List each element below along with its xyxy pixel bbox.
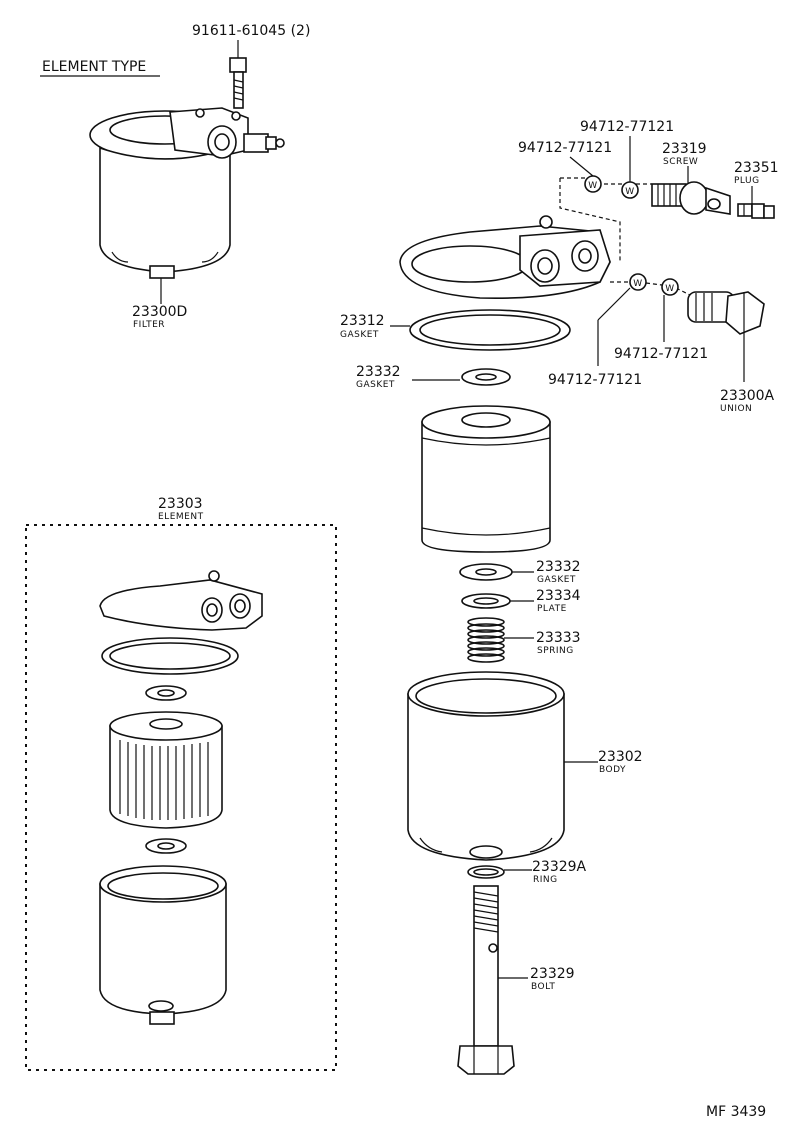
label-23332-low: 23332 xyxy=(536,559,581,575)
body-23302-drawing xyxy=(407,671,565,861)
bolt-shank xyxy=(233,71,244,109)
caption-bolt: BOLT xyxy=(531,982,555,992)
kit-body-drawing xyxy=(99,865,227,1025)
kit-element-drawing xyxy=(109,711,223,829)
washer-mark-2: W xyxy=(625,187,634,197)
label-23329: 23329 xyxy=(530,966,575,982)
caption-union: UNION xyxy=(720,404,752,414)
caption-gasket-23332-low: GASKET xyxy=(537,575,576,585)
bolt-head xyxy=(229,57,247,73)
label-23332-top: 23332 xyxy=(356,364,401,380)
plug-23351-drawing xyxy=(737,203,775,219)
spring-23333-drawing xyxy=(467,617,505,663)
diagram-title: ELEMENT TYPE xyxy=(42,59,146,75)
label-23300d: 23300D xyxy=(132,304,187,320)
washer-4: W xyxy=(661,278,679,296)
label-23333: 23333 xyxy=(536,630,581,646)
washer-mark-1: W xyxy=(588,181,597,191)
caption-plug: PLUG xyxy=(734,176,760,186)
filter-bowl xyxy=(99,146,231,273)
kit-gasket-small-top-drawing xyxy=(145,685,187,701)
screw-23319-drawing xyxy=(651,181,731,215)
caption-gasket-23332-top: GASKET xyxy=(356,380,395,390)
label-23329a: 23329A xyxy=(532,859,587,875)
label-94712-d: 94712-77121 xyxy=(548,372,642,388)
label-91611: 91611-61045 (2) xyxy=(192,23,310,39)
drain-nut xyxy=(149,265,175,279)
kit-gasket-drawing xyxy=(101,637,239,675)
label-94712-b: 94712-77121 xyxy=(518,140,612,156)
gasket-23312-drawing xyxy=(409,309,571,351)
label-94712-c: 94712-77121 xyxy=(614,346,708,362)
washer-1: W xyxy=(584,175,602,193)
label-23303: 23303 xyxy=(158,496,203,512)
caption-ring: RING xyxy=(533,875,558,885)
washer-2: W xyxy=(621,181,639,199)
element-cartridge-drawing xyxy=(421,405,551,553)
washer-mark-3: W xyxy=(633,279,642,289)
caption-filter: FILTER xyxy=(133,320,165,330)
caption-screw: SCREW xyxy=(663,157,698,167)
bolt-23329-drawing xyxy=(457,885,515,1075)
label-23312: 23312 xyxy=(340,313,385,329)
caption-gasket-23312: GASKET xyxy=(340,330,379,340)
gasket-23332-top-drawing xyxy=(461,368,511,386)
label-23351: 23351 xyxy=(734,160,779,176)
ring-23329a-drawing xyxy=(467,865,505,879)
drawing-number: MF 3439 xyxy=(706,1104,766,1120)
filter-head-drawing xyxy=(399,215,611,299)
label-23319: 23319 xyxy=(662,141,707,157)
caption-spring: SPRING xyxy=(537,646,574,656)
washer-3: W xyxy=(629,273,647,291)
element-kit-box xyxy=(25,524,337,1071)
label-23334: 23334 xyxy=(536,588,581,604)
assembled-filter-drawing xyxy=(89,57,285,298)
label-23300a: 23300A xyxy=(720,388,775,404)
plate-23334-drawing xyxy=(461,593,511,609)
caption-plate: PLATE xyxy=(537,604,567,614)
washer-mark-4: W xyxy=(665,284,674,294)
union-23300a-drawing xyxy=(687,291,765,335)
caption-element: ELEMENT xyxy=(158,512,204,522)
outlet-fitting xyxy=(243,133,269,153)
caption-body: BODY xyxy=(599,765,626,775)
label-23302: 23302 xyxy=(598,749,643,765)
gasket-23332-low-drawing xyxy=(459,563,513,581)
kit-gasket-small-low-drawing xyxy=(145,838,187,854)
label-94712-a: 94712-77121 xyxy=(580,119,674,135)
kit-head-drawing xyxy=(99,570,263,631)
